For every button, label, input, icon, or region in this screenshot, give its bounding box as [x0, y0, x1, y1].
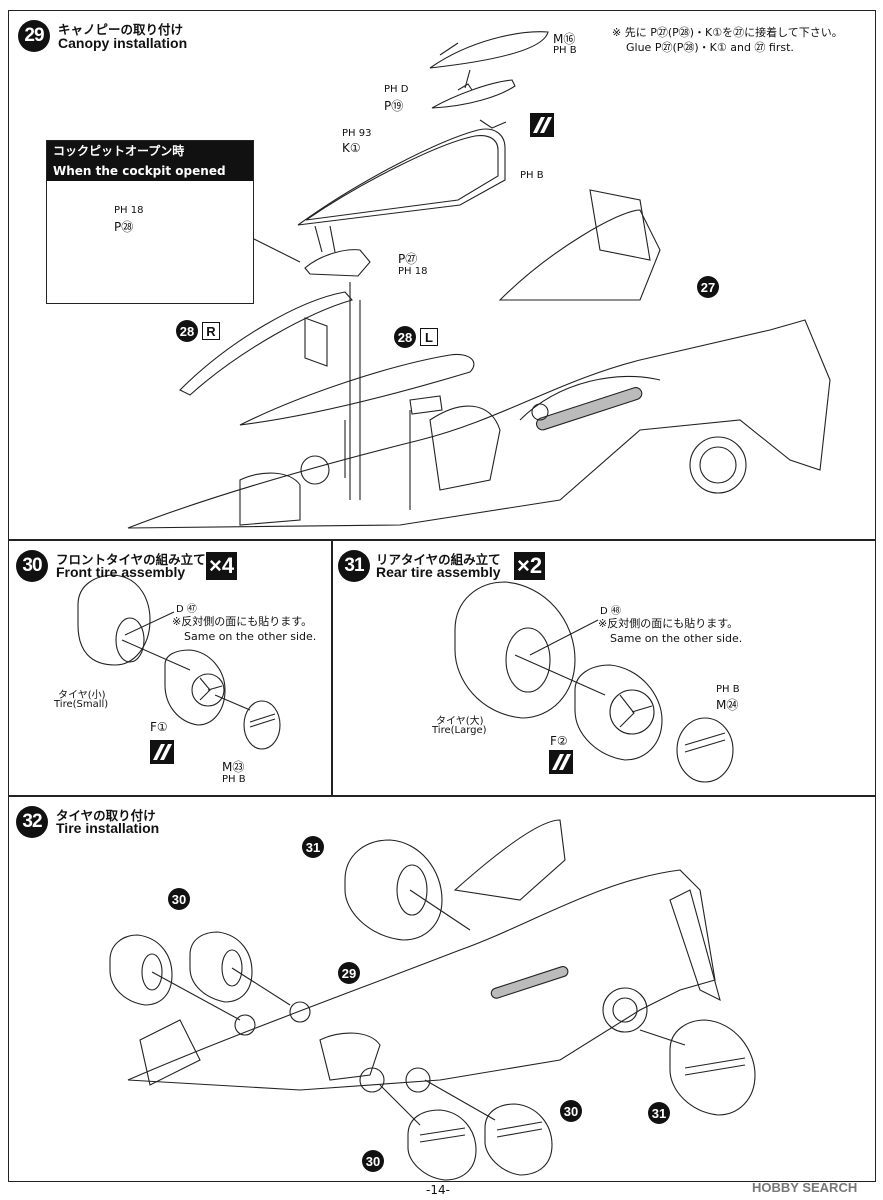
canopy-top-part	[429, 31, 549, 69]
step29-note-en: Glue P㉗(P㉘)・K① and ㉗ first.	[626, 41, 794, 54]
label-m16: M⑯	[553, 32, 576, 46]
label-step31-ph-b: PH B	[716, 684, 740, 695]
step31-note-en: Same on the other side.	[610, 632, 743, 645]
label-ph-18-a: PH 18	[114, 205, 144, 216]
part-circle-29: 29	[338, 962, 360, 984]
step31-title-jp: リアタイヤの組み立て	[376, 552, 501, 567]
callout-title-en: When the cockpit opened	[47, 161, 253, 181]
part-circle-28-l: 28	[394, 326, 416, 348]
tire-small	[77, 574, 151, 666]
label-ph-b-2: PH B	[520, 170, 544, 181]
step30-note-en: Same on the other side.	[184, 630, 317, 643]
tire-32-rear-top	[344, 839, 443, 941]
glue-icons	[150, 113, 573, 774]
vehicle-body-32	[127, 869, 716, 1091]
label-ph-93: PH 93	[342, 128, 372, 139]
decal-d57: D ㊼	[176, 604, 197, 615]
step31-multiplier: ×2	[514, 552, 546, 580]
cap-m24	[676, 717, 734, 783]
watermark: HOBBY SEARCH	[752, 1180, 858, 1195]
label-p28: P㉘	[114, 220, 134, 234]
label-p19: P⑲	[384, 99, 404, 113]
label-p27: P㉗	[398, 252, 418, 266]
step30-number: 30	[16, 550, 48, 582]
tire-32-front-a	[109, 934, 173, 1006]
label-f2: F②	[550, 734, 568, 748]
page-number: -14-	[426, 1183, 450, 1197]
tire-small-en: Tire(Small)	[54, 699, 109, 710]
part-circle-31-top: 31	[302, 836, 324, 858]
step29-frame	[8, 10, 876, 540]
decal-d58: D ㊽	[600, 606, 621, 617]
label-ph-b-1: PH B	[553, 45, 577, 56]
tire-32-rear-bottom	[669, 1019, 756, 1116]
label-ph-d: PH D	[384, 84, 409, 95]
canopy-frame	[297, 128, 506, 226]
step30-title-jp: フロントタイヤの組み立て	[56, 552, 206, 567]
wheel-small	[164, 649, 226, 726]
part-circle-30-right: 30	[560, 1100, 582, 1122]
step31-title-en: Rear tire assembly	[376, 564, 501, 580]
step29-title-jp: キャノピーの取り付け	[58, 22, 184, 37]
tire-large-jp: タイヤ(大)	[436, 716, 484, 727]
tire-32-front-c	[407, 1109, 477, 1181]
side-label-r: R	[202, 322, 220, 340]
part-circle-30-bottom: 30	[362, 1150, 384, 1172]
step30-title-en: Front tire assembly	[56, 564, 186, 580]
label-step30-ph-b: PH B	[222, 774, 246, 785]
step30-multiplier: ×4	[206, 552, 238, 580]
canopy-mid-part	[431, 79, 516, 109]
cockpit-open-callout: コックピットオープン時 When the cockpit opened	[46, 140, 254, 304]
label-m23: M㉓	[222, 760, 245, 774]
wheel-large	[574, 664, 663, 761]
vehicle-body-29	[127, 319, 831, 529]
label-k1: K①	[342, 141, 361, 155]
part-circle-27: 27	[697, 276, 719, 298]
step31-frame	[332, 540, 876, 796]
step31-number: 31	[338, 550, 370, 582]
label-ph-18-b: PH 18	[398, 266, 428, 277]
tire-large-en: Tire(Large)	[432, 725, 487, 736]
tire-32-front-b	[189, 931, 253, 1003]
label-m24: M㉔	[716, 698, 739, 712]
step30-frame	[8, 540, 332, 796]
step32-number: 32	[16, 806, 48, 838]
step32-title-jp: タイヤの取り付け	[56, 808, 156, 823]
step29-number: 29	[18, 20, 50, 52]
step31-note-jp: ※反対側の面にも貼ります。	[598, 617, 739, 630]
part-circle-31-bottom: 31	[648, 1102, 670, 1124]
step30-note-jp: ※反対側の面にも貼ります。	[172, 615, 313, 628]
tire-small-jp: タイヤ(小)	[58, 690, 106, 701]
label-f1: F①	[150, 720, 168, 734]
tire-large	[454, 581, 576, 719]
tire-32-front-d	[484, 1103, 553, 1176]
callout-title-jp: コックピットオープン時	[47, 141, 253, 161]
side-panel-l	[239, 353, 475, 426]
side-label-l: L	[420, 328, 438, 346]
part-circle-30-top: 30	[168, 888, 190, 910]
step32-title-en: Tire installation	[56, 820, 160, 836]
step29-note-jp: ※ 先に P㉗(P㉘)・K①を㉗に接着して下さい。	[612, 26, 843, 39]
cap-m23	[243, 700, 281, 750]
p27-part	[304, 249, 371, 277]
part-circle-28-r: 28	[176, 320, 198, 342]
step29-title-en: Canopy installation	[58, 35, 188, 51]
step32-frame	[8, 796, 876, 1182]
side-panel-r	[179, 291, 353, 396]
